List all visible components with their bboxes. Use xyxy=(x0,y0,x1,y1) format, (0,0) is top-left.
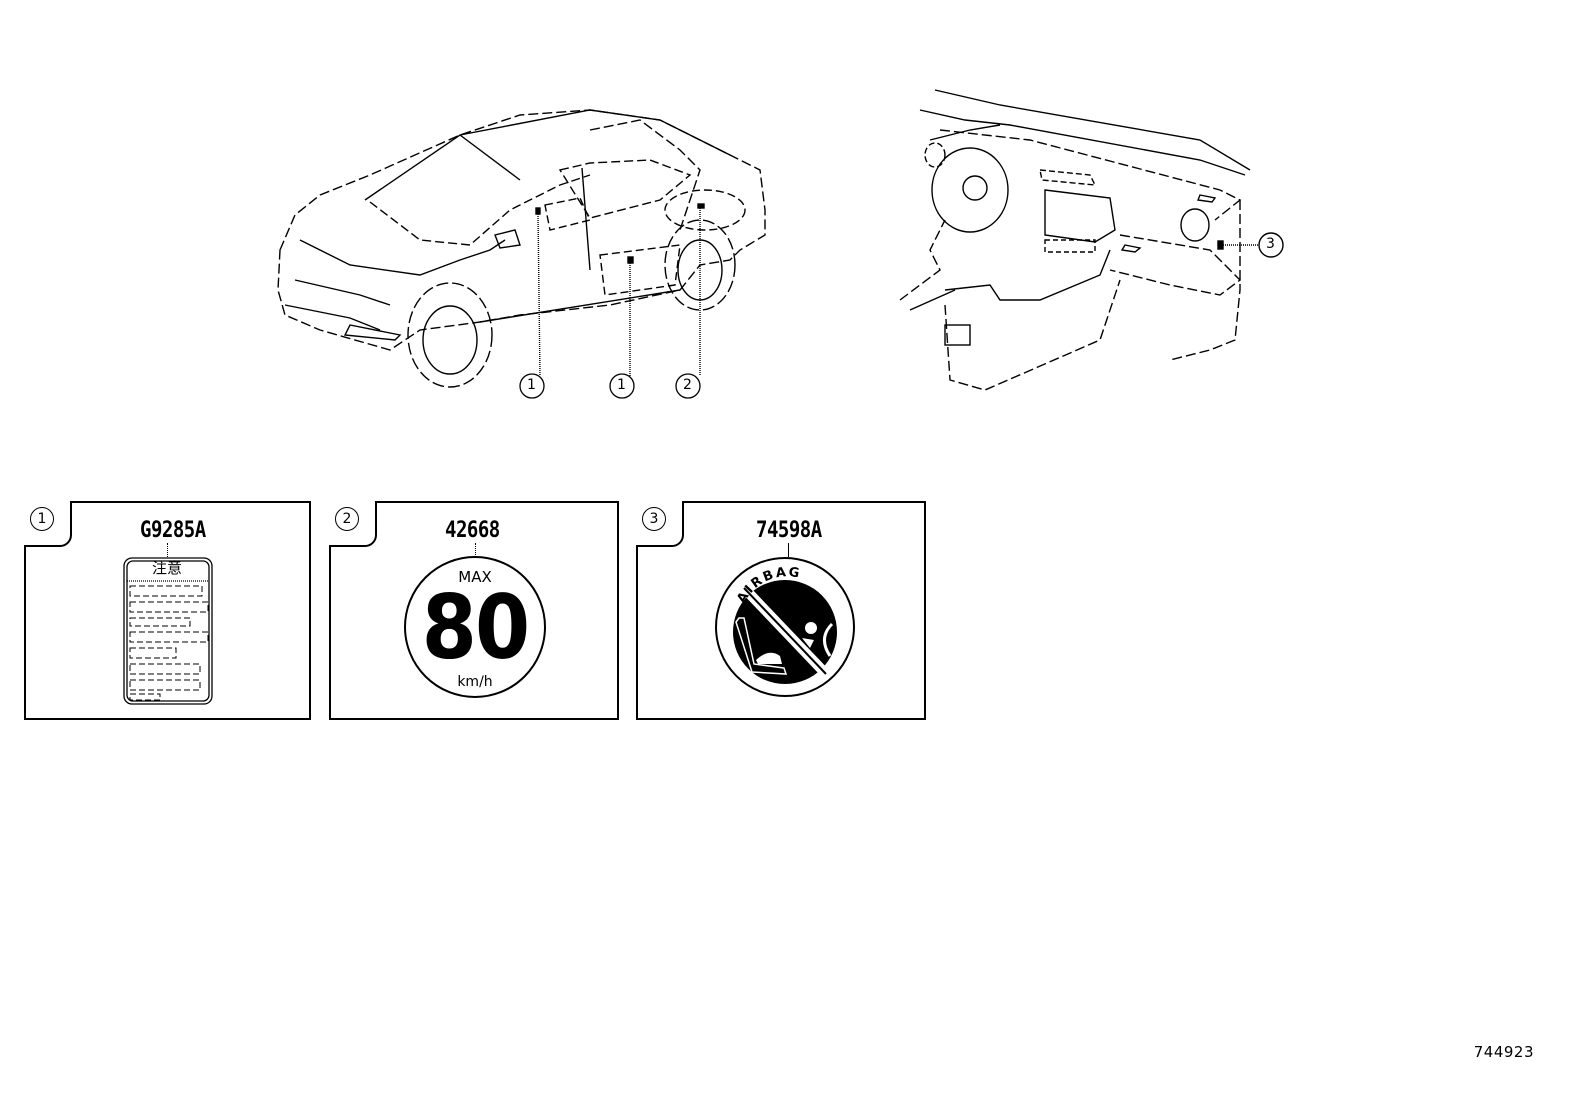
panel-tab-2: 2 xyxy=(329,501,377,547)
label-mark-1a xyxy=(535,207,541,215)
label-panel-2: 2 42668 MAX 80 km/h xyxy=(329,501,619,720)
part-number-g9285a: G9285A xyxy=(140,517,206,543)
speed-limit-circle: MAX 80 km/h xyxy=(404,556,546,698)
label-mark-2 xyxy=(697,203,705,209)
leader-line-1 xyxy=(167,543,168,557)
label-mark-1b xyxy=(627,256,634,264)
illustration-reference-id: 744923 xyxy=(1473,1043,1534,1061)
callout-2-fuel-door: 2 xyxy=(683,377,692,393)
label-panel-3: 3 74598A AIRBAG xyxy=(636,501,926,720)
part-number-42668: 42668 xyxy=(445,517,500,543)
callout-1-rear-door: 1 xyxy=(617,377,626,393)
exterior-car-illustration xyxy=(277,109,766,388)
leader-line-3 xyxy=(788,543,789,557)
panel-tab-1: 1 xyxy=(24,501,72,547)
caution-heading: 注意 xyxy=(152,559,183,577)
speed-max-text: MAX xyxy=(458,568,492,586)
label-panel-1: 1 G9285A 注意 xyxy=(24,501,311,720)
label-mark-3 xyxy=(1217,240,1224,250)
part-number-74598a: 74598A xyxy=(756,517,822,543)
caution-plate-illustration xyxy=(123,557,213,705)
exterior-callouts xyxy=(519,373,701,399)
panel-number-3: 3 xyxy=(642,507,666,531)
callout-1-front-door: 1 xyxy=(527,377,536,393)
interior-dashboard-illustration xyxy=(899,89,1284,391)
leader-line-2 xyxy=(475,543,476,557)
airbag-warning-icon: AIRBAG xyxy=(715,557,855,697)
panel-tab-3: 3 xyxy=(636,501,684,547)
panel-number-1: 1 xyxy=(30,507,54,531)
speed-unit: km/h xyxy=(457,674,493,690)
panel-number-2: 2 xyxy=(335,507,359,531)
speed-value: 80 xyxy=(421,576,530,679)
callout-3-dashboard: 3 xyxy=(1266,236,1275,252)
